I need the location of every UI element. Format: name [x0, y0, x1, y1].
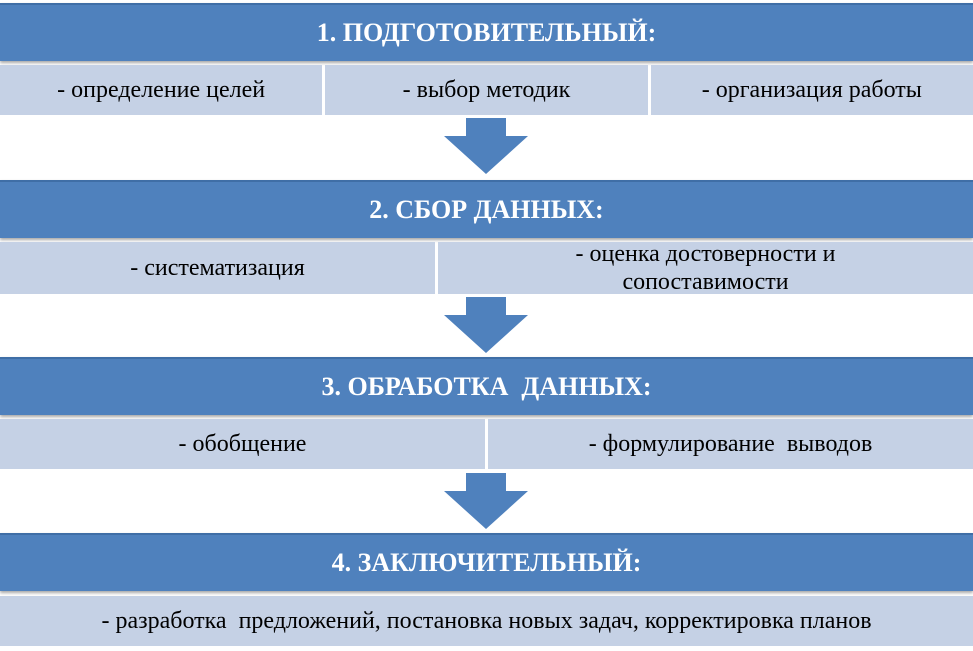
stage-1-items: - определение целей - выбор методик - ор… — [0, 65, 973, 115]
stage-1-item-3: - организация работы — [650, 65, 973, 115]
stage-3-item-2: - формулирование выводов — [488, 419, 973, 469]
stage-4-items: - разработка предложений, постановка нов… — [0, 596, 973, 646]
stage-2-item-1: - систематизация — [0, 242, 435, 294]
stage-1-header: 1. ПОДГОТОВИТЕЛЬНЫЙ: — [0, 3, 973, 61]
stage-1-item-1: - определение целей — [0, 65, 323, 115]
down-arrow-1 — [444, 118, 528, 174]
stage-4-header: 4. ЗАКЛЮЧИТЕЛЬНЫЙ: — [0, 533, 973, 591]
stage-3-title: 3. ОБРАБОТКА ДАННЫХ: — [321, 372, 652, 401]
stage-3-items: - обобщение - формулирование выводов — [0, 419, 973, 469]
stage-3-header: 3. ОБРАБОТКА ДАННЫХ: — [0, 357, 973, 415]
down-arrow-3 — [444, 473, 528, 529]
stage-2-title: 2. СБОР ДАННЫХ: — [369, 195, 604, 224]
stage-4-title: 4. ЗАКЛЮЧИТЕЛЬНЫЙ: — [331, 548, 642, 577]
down-arrow-2 — [444, 297, 528, 353]
stage-1-item-2: - выбор методик — [325, 65, 648, 115]
stage-1-title: 1. ПОДГОТОВИТЕЛЬНЫЙ: — [316, 18, 657, 47]
stage-3-item-1: - обобщение — [0, 419, 485, 469]
stage-2-items: - систематизация - оценка достоверности … — [0, 241, 973, 295]
stage-4-item-1: - разработка предложений, постановка нов… — [0, 596, 973, 646]
stage-2-item-2: - оценка достоверности и сопоставимости — [438, 241, 973, 295]
stage-2-header: 2. СБОР ДАННЫХ: — [0, 180, 973, 238]
